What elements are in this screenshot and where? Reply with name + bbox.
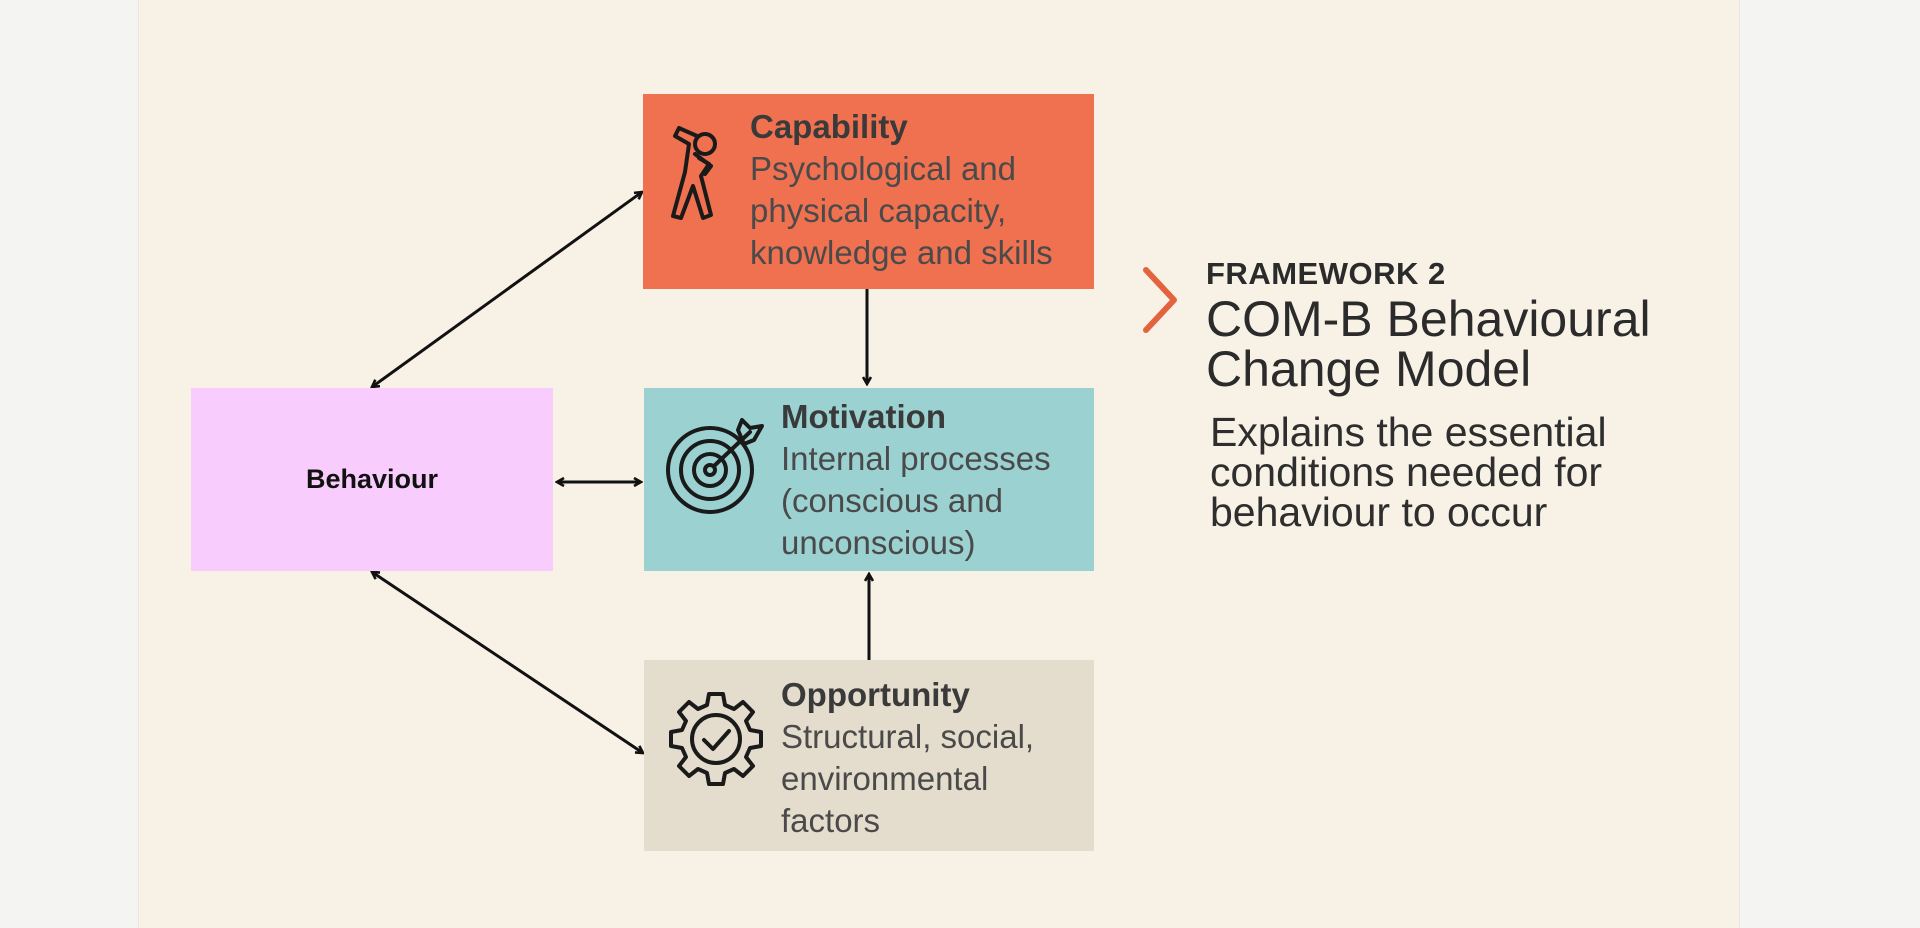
motivation-title: Motivation	[781, 398, 946, 435]
capability-title: Capability	[750, 108, 908, 145]
opportunity-node: Opportunity Structural, social, environm…	[644, 660, 1094, 851]
chevron-right-icon	[1143, 267, 1177, 333]
behaviour-node: Behaviour	[191, 388, 553, 571]
behaviour-title: Behaviour	[305, 464, 439, 494]
framework-subtitle: Explains the essential conditions needed…	[1210, 409, 1607, 535]
gear-check-icon	[669, 692, 763, 786]
capability-text: Capability Psychological and physical ca…	[750, 106, 1090, 274]
stretching-person-icon	[671, 126, 717, 220]
motivation-node: Motivation Internal processes (conscious…	[644, 388, 1094, 571]
opportunity-description: Structural, social, environmental factor…	[781, 718, 1035, 839]
edge-opportunity-behaviour	[372, 572, 643, 753]
edge-capability-behaviour	[372, 192, 642, 387]
motivation-description: Internal processes (conscious and uncons…	[781, 440, 1051, 561]
motivation-text: Motivation Internal processes (conscious…	[781, 396, 1086, 564]
capability-node: Capability Psychological and physical ca…	[643, 94, 1094, 289]
framework-title: COM-B Behavioural Change Model	[1206, 291, 1651, 397]
opportunity-text: Opportunity Structural, social, environm…	[781, 674, 1086, 842]
framework-tag: FRAMEWORK 2	[1206, 256, 1446, 291]
target-arrow-icon	[666, 418, 764, 514]
opportunity-title: Opportunity	[781, 676, 970, 713]
framework-heading: FRAMEWORK 2 COM-B Behavioural Change Mod…	[1206, 256, 1726, 535]
capability-description: Psychological and physical capacity, kno…	[750, 150, 1053, 271]
